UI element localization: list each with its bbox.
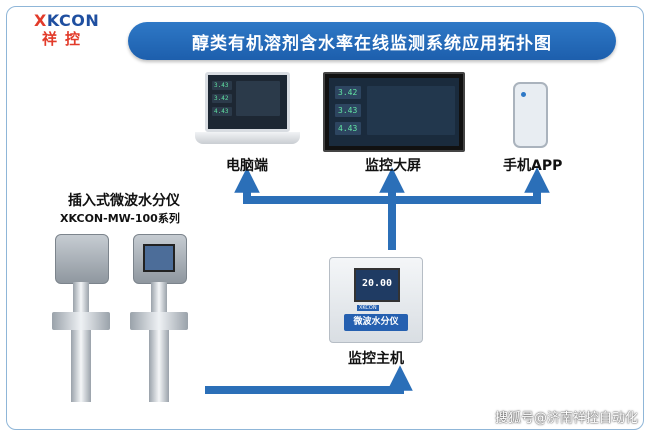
phone-illustration — [513, 82, 548, 148]
company-logo: XKCON 祥控 — [34, 11, 100, 49]
app-label: 手机APP — [503, 158, 563, 174]
laptop-illustration: 3.43 3.42 4.43 — [195, 72, 300, 152]
pc-label: 电脑端 — [226, 158, 268, 174]
monitor-illustration: 3.42 3.43 4.43 — [323, 72, 465, 152]
arrow-sensor-to-host — [205, 365, 413, 394]
watermark: 搜狐号@济南祥控自动化 — [494, 411, 638, 426]
diagram-title: 醇类有机溶剂含水率在线监测系统应用拓扑图 — [128, 22, 616, 60]
sensor-model: XKCON-MW-100系列 — [60, 212, 180, 225]
outer-frame — [6, 6, 644, 430]
host-controller-illustration: 20.00 XKCON 微波水分仪 — [329, 257, 423, 343]
screen-label: 监控大屏 — [365, 158, 421, 174]
sensor-title: 插入式微波水分仪 — [68, 193, 180, 209]
host-label: 监控主机 — [348, 351, 404, 367]
